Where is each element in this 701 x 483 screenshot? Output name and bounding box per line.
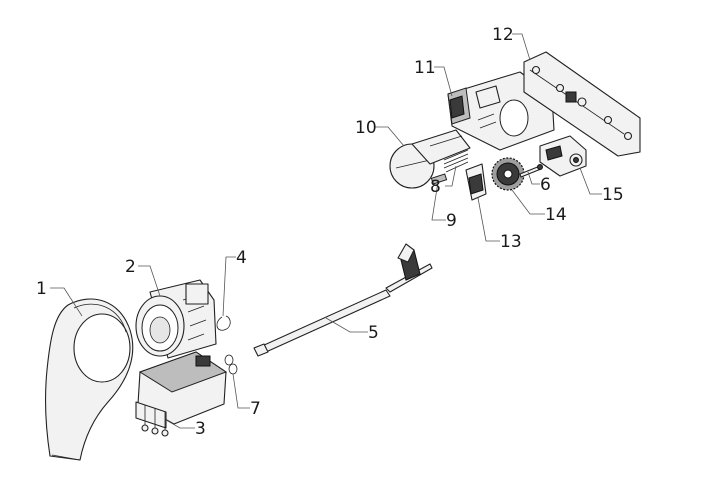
callout-14: 14 — [545, 205, 567, 225]
callout-9: 9 — [446, 211, 457, 231]
callout-7: 7 — [250, 399, 261, 419]
callout-3: 3 — [195, 419, 206, 439]
callout-6: 6 — [540, 175, 551, 195]
part-2-rosette — [135, 279, 217, 359]
part-9-pin — [430, 173, 448, 185]
callout-10: 10 — [355, 118, 377, 138]
callout-labels: 1 2 3 4 5 6 7 8 9 10 11 12 13 14 15 — [36, 25, 624, 439]
callout-5: 5 — [368, 323, 379, 343]
callout-12: 12 — [492, 25, 514, 45]
part-8-spring — [443, 149, 469, 173]
part-13-lever-cap — [465, 163, 487, 201]
part-1-cover — [45, 298, 134, 461]
part-6-screw — [519, 164, 543, 178]
callout-15: 15 — [602, 185, 624, 205]
part-12-bracket — [523, 51, 641, 157]
part-5-spindle — [253, 243, 433, 357]
part-3-cartridge — [135, 351, 228, 437]
part-14-gear — [491, 157, 525, 191]
callout-1: 1 — [36, 279, 47, 299]
callout-4: 4 — [236, 248, 247, 268]
callout-8: 8 — [430, 177, 441, 197]
callout-11: 11 — [414, 58, 436, 78]
callout-13: 13 — [500, 232, 522, 252]
part-15-swivel — [539, 135, 587, 177]
part-7-orings — [224, 354, 238, 375]
callout-2: 2 — [125, 257, 136, 277]
leader-lines — [50, 33, 602, 429]
part-4-clip — [216, 315, 231, 331]
part-10-knob — [389, 129, 471, 189]
